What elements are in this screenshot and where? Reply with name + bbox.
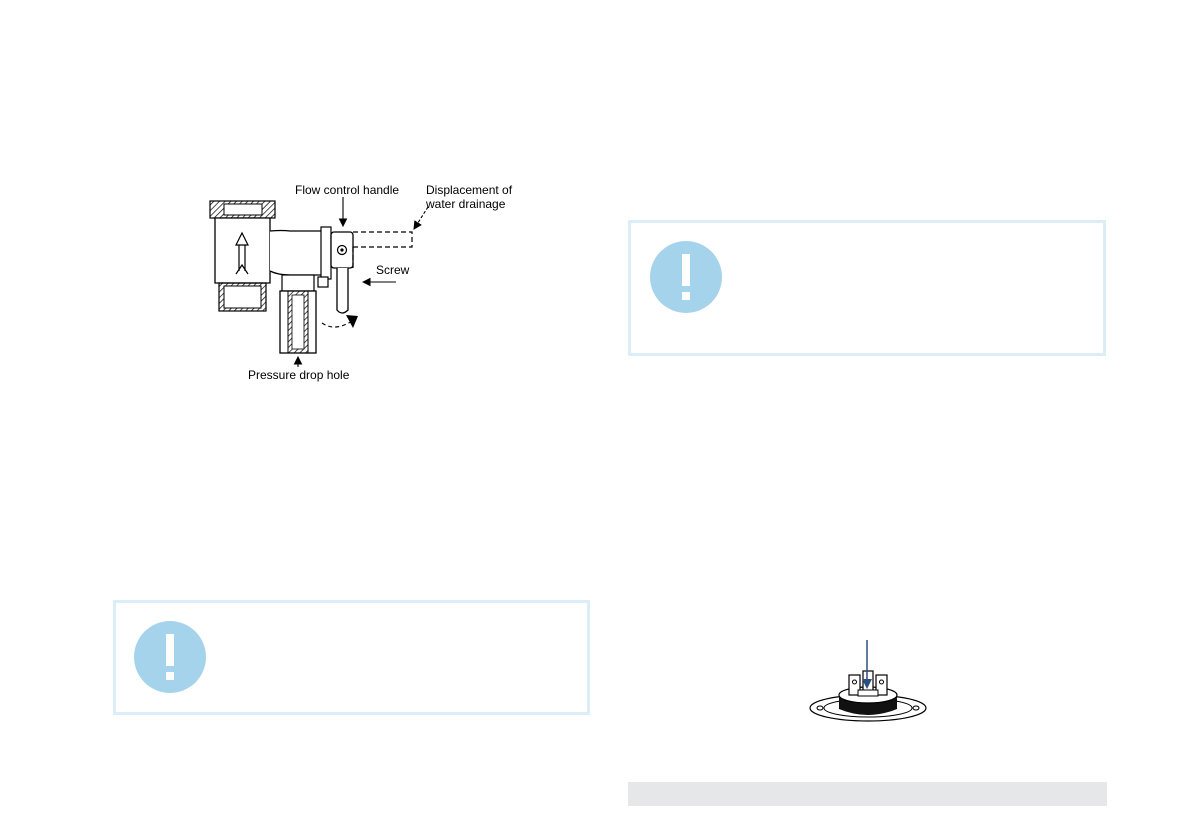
safety-valve-diagram: Flow control handle Displacement of wate… (209, 183, 513, 382)
pressure-drop-hole-label: Pressure drop hole (248, 368, 350, 382)
displacement-label-line1: Displacement of (426, 183, 513, 197)
insert-arrow (862, 679, 872, 689)
displaced-handle-outline (352, 231, 413, 270)
valve-body (214, 217, 271, 284)
screw (317, 276, 329, 288)
footer-bar (628, 782, 1107, 806)
flow-control-handle-label: Flow control handle (295, 183, 399, 197)
note-box-left (113, 600, 590, 715)
thermostat-connector-diagram (809, 640, 927, 722)
displacement-label-line2: water drainage (425, 197, 506, 211)
exclamation-icon (650, 241, 722, 313)
terminal-left (848, 674, 861, 696)
flow-direction-arrow (235, 231, 249, 275)
note-box-right (628, 220, 1106, 356)
screw-label: Screw (376, 263, 410, 277)
terminal-right (875, 674, 888, 696)
exclamation-icon (134, 621, 206, 693)
rotation-arrow (346, 315, 358, 328)
